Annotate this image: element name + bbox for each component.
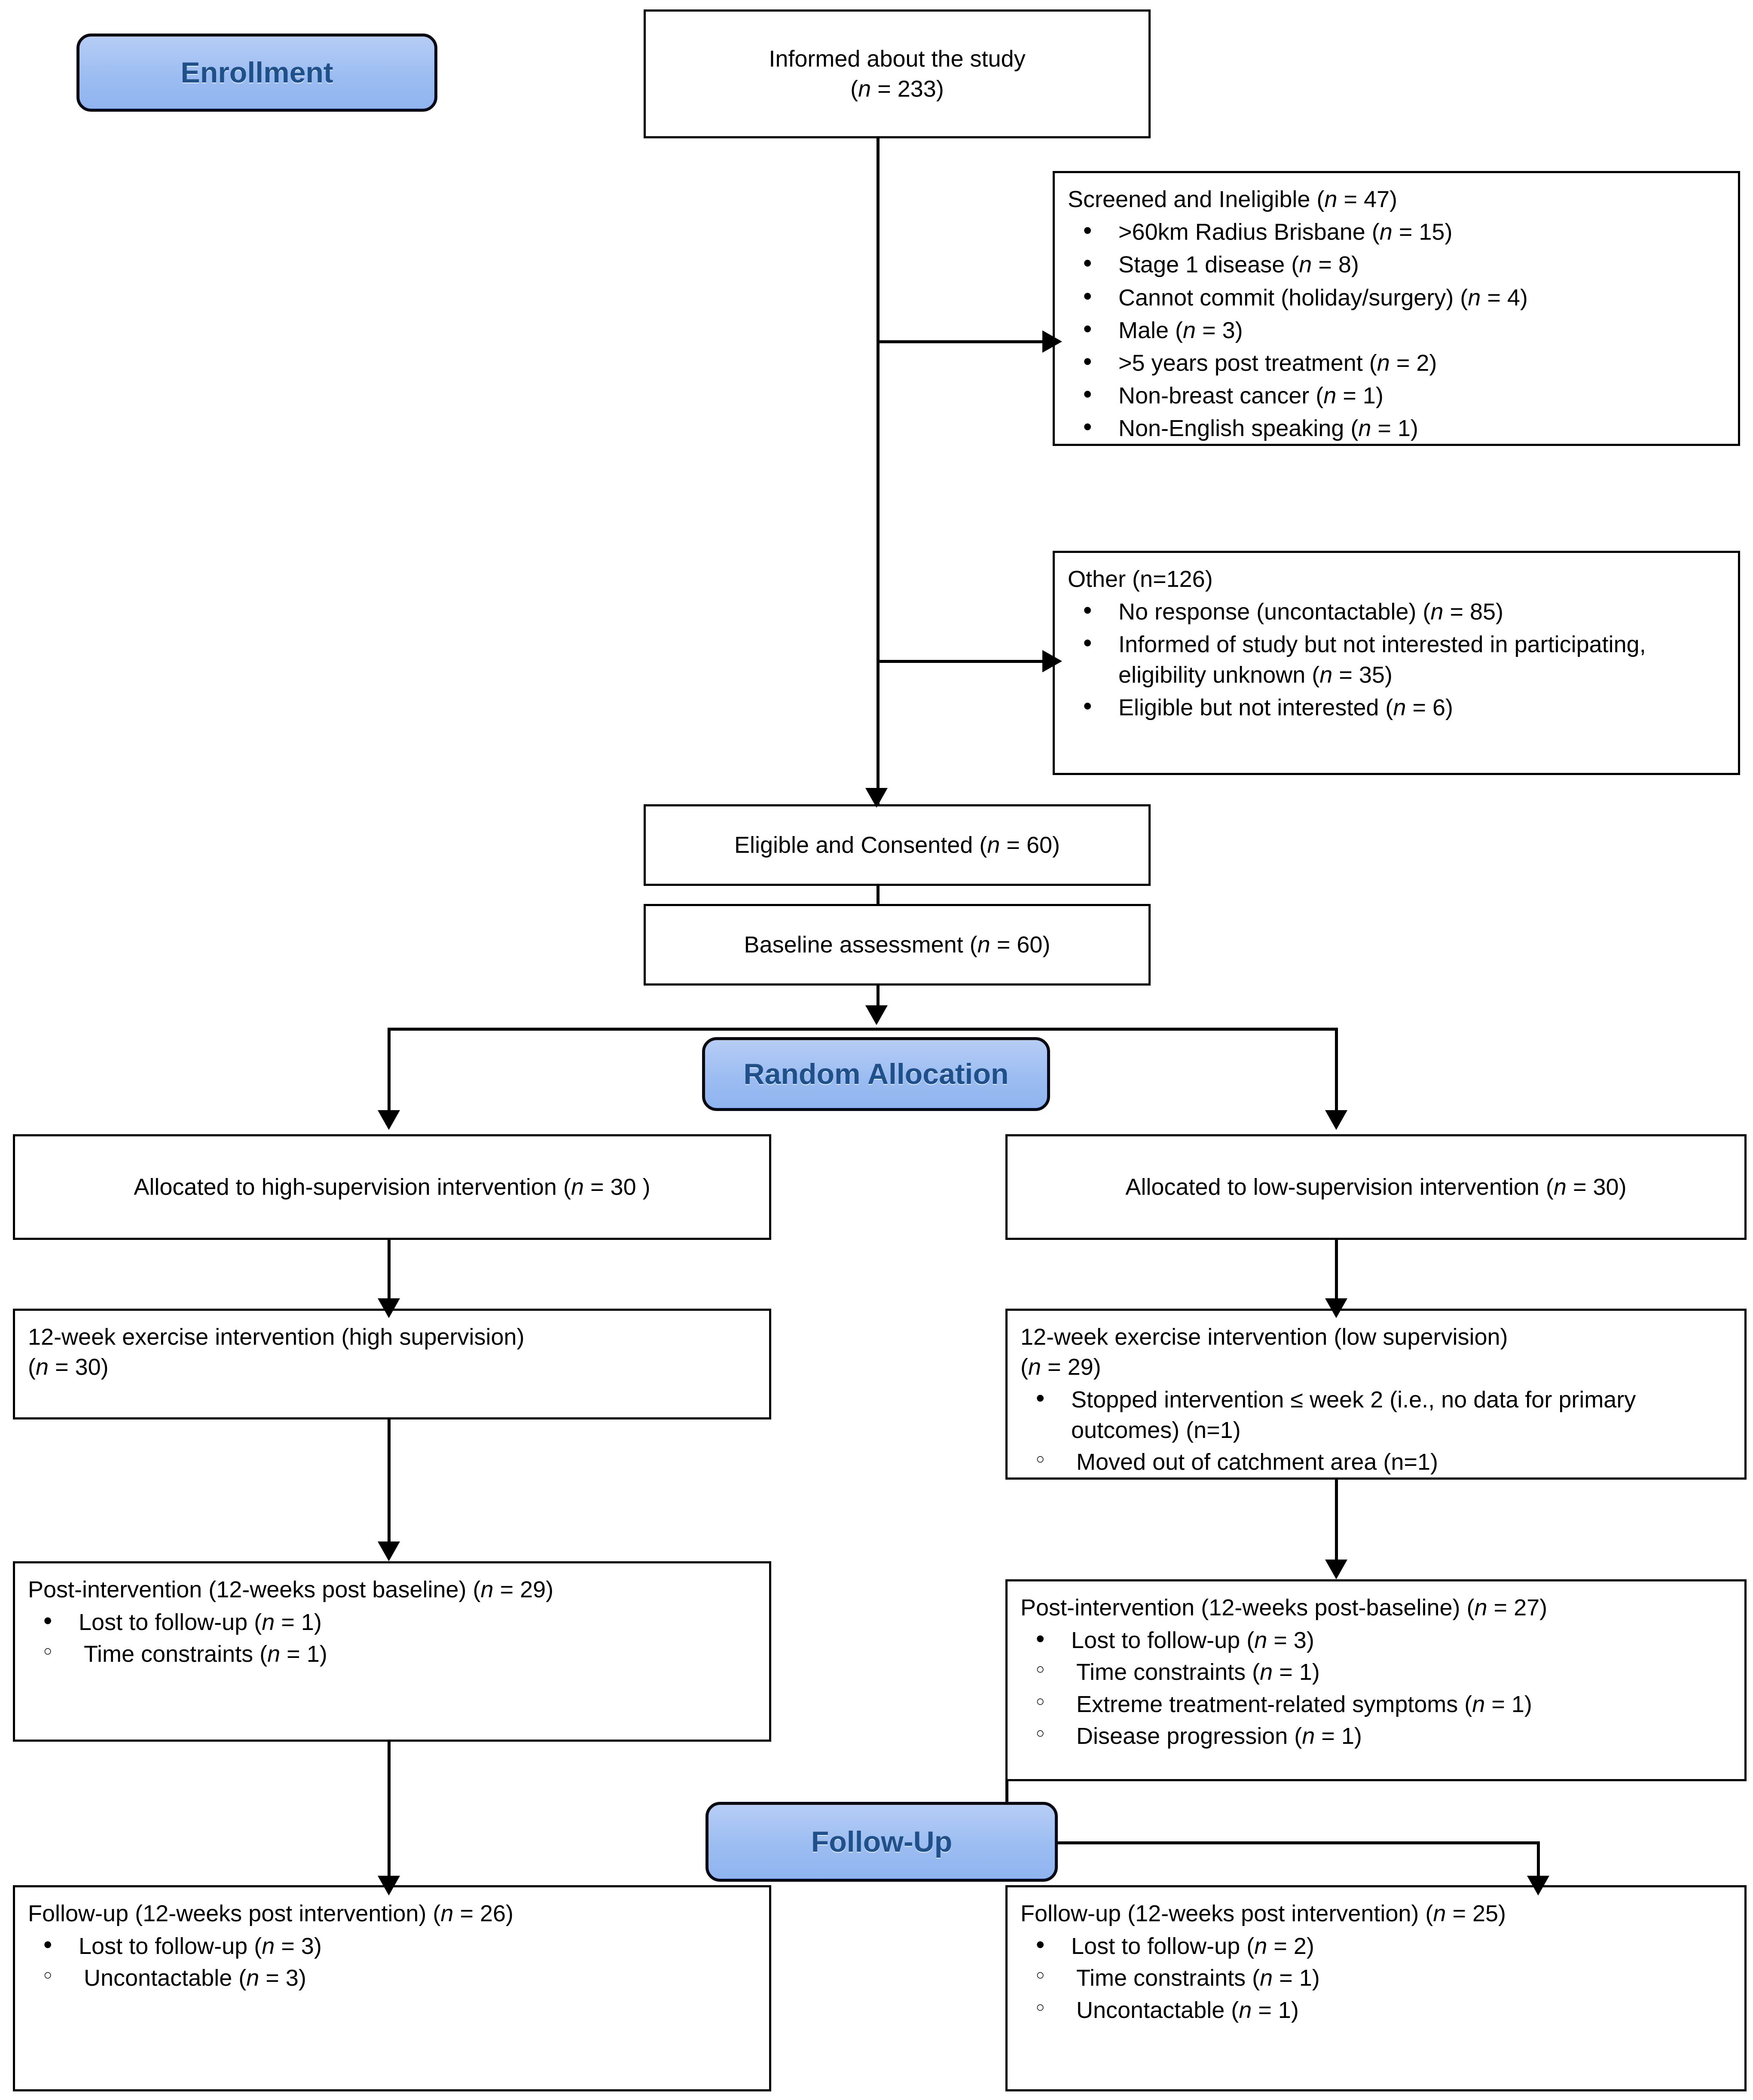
arrowhead-alloc-low — [1325, 1110, 1347, 1130]
connector-consented-to-baseline — [876, 886, 880, 904]
list-item: Stage 1 disease (n = 8) — [1068, 247, 1725, 280]
arrowhead-consented — [865, 788, 888, 808]
connector-alloc-high-to-intervention — [388, 1240, 391, 1309]
post-low-reason-list: Time constraints (n = 1) Extreme treatme… — [1020, 1657, 1732, 1751]
post-high-reason-list: Time constraints (n = 1) — [28, 1639, 756, 1669]
list-item: Uncontactable (n = 1) — [1020, 1995, 1732, 2025]
stage-badge-follow-up: Follow-Up — [705, 1802, 1058, 1882]
list-item: No response (uncontactable) (n = 85) — [1068, 594, 1725, 627]
node-ineligible-heading: Screened and Ineligible (n = 47) — [1068, 186, 1398, 212]
list-item: Lost to follow-up (n = 1) — [28, 1605, 756, 1637]
list-item: >5 years post treatment (n = 2) — [1068, 345, 1725, 378]
node-followup-high: Follow-up (12-weeks post intervention) (… — [13, 1885, 771, 2091]
node-allocated-low-supervision: Allocated to low-supervision interventio… — [1005, 1134, 1747, 1240]
followup-high-reason-list: Uncontactable (n = 3) — [28, 1963, 756, 1993]
list-item: Stopped intervention ≤ week 2 (i.e., no … — [1020, 1382, 1732, 1445]
node-other-heading: Other (n=126) — [1068, 566, 1213, 592]
list-item: Informed of study but not interested in … — [1068, 627, 1725, 690]
node-followup-low: Follow-up (12-weeks post intervention) (… — [1005, 1885, 1747, 2091]
node-consented-label: Eligible and Consented (n = 60) — [734, 832, 1060, 858]
node-interv-low-line2: (n = 29) — [1020, 1354, 1101, 1380]
connector-allocation-split-bar — [388, 1028, 1338, 1031]
node-baseline-label: Baseline assessment (n = 60) — [744, 931, 1051, 958]
list-item: Time constraints (n = 1) — [1020, 1963, 1732, 1993]
list-item: Disease progression (n = 1) — [1020, 1721, 1732, 1751]
ineligible-reason-list: >60km Radius Brisbane (n = 15) Stage 1 d… — [1068, 214, 1725, 443]
connector-followup-right-drop — [1537, 1841, 1540, 1891]
list-item: Non-breast cancer (n = 1) — [1068, 378, 1725, 411]
arrowhead-followup-high — [378, 1876, 400, 1895]
node-eligible-consented: Eligible and Consented (n = 60) — [644, 804, 1151, 886]
node-other-exclusions: Other (n=126) No response (uncontactable… — [1053, 551, 1740, 775]
arrowhead-interv-high — [378, 1298, 400, 1318]
list-item: Moved out of catchment area (n=1) — [1020, 1447, 1732, 1477]
other-reason-list: No response (uncontactable) (n = 85) Inf… — [1068, 594, 1725, 723]
post-high-loss-list: Lost to follow-up (n = 1) — [28, 1605, 756, 1637]
node-alloc-low-label: Allocated to low-supervision interventio… — [1125, 1174, 1627, 1200]
connector-followup-right-bar — [1050, 1841, 1540, 1844]
arrowhead-post-high — [378, 1541, 400, 1561]
stage-badge-enrollment: Enrollment — [76, 34, 437, 112]
stage-badge-random-allocation: Random Allocation — [702, 1037, 1050, 1111]
list-item: Extreme treatment-related symptoms (n = … — [1020, 1689, 1732, 1719]
node-intervention-low: 12-week exercise intervention (low super… — [1005, 1309, 1747, 1480]
followup-low-loss-list: Lost to follow-up (n = 2) — [1020, 1929, 1732, 1961]
stage-badge-follow-up-label: Follow-Up — [811, 1825, 953, 1858]
node-informed-about-study: Informed about the study (n = 233) — [644, 9, 1151, 138]
node-interv-low-line1: 12-week exercise intervention (low super… — [1020, 1324, 1508, 1350]
node-allocated-high-supervision: Allocated to high-supervision interventi… — [13, 1134, 771, 1240]
node-informed-line2: (n = 233) — [850, 76, 944, 102]
interv-low-note-list: Stopped intervention ≤ week 2 (i.e., no … — [1020, 1382, 1732, 1445]
node-post-intervention-low: Post-intervention (12-weeks post-baselin… — [1005, 1579, 1747, 1781]
connector-allocation-right-drop — [1335, 1028, 1338, 1117]
connector-allocation-left-drop — [388, 1028, 391, 1117]
list-item: Cannot commit (holiday/surgery) (n = 4) — [1068, 280, 1725, 313]
post-low-loss-list: Lost to follow-up (n = 3) — [1020, 1623, 1732, 1655]
list-item: Male (n = 3) — [1068, 313, 1725, 345]
list-item: >60km Radius Brisbane (n = 15) — [1068, 214, 1725, 247]
node-interv-high-line1: 12-week exercise intervention (high supe… — [28, 1324, 525, 1350]
node-followup-low-heading: Follow-up (12-weeks post intervention) (… — [1020, 1901, 1506, 1926]
list-item: Time constraints (n = 1) — [28, 1639, 756, 1669]
followup-low-reason-list: Time constraints (n = 1) Uncontactable (… — [1020, 1963, 1732, 2025]
arrowhead-alloc-high — [378, 1110, 400, 1130]
list-item: Lost to follow-up (n = 3) — [28, 1929, 756, 1961]
node-post-low-heading: Post-intervention (12-weeks post-baselin… — [1020, 1595, 1548, 1621]
arrowhead-interv-low — [1325, 1298, 1347, 1318]
node-intervention-high: 12-week exercise intervention (high supe… — [13, 1309, 771, 1419]
interv-low-subnote-list: Moved out of catchment area (n=1) — [1020, 1447, 1732, 1477]
connector-baseline-down — [876, 986, 880, 1015]
connector-post-high-to-followup — [388, 1742, 391, 1883]
arrowhead-ineligible — [1042, 330, 1062, 353]
connector-branch-ineligible — [876, 340, 1048, 343]
arrowhead-other — [1042, 650, 1062, 672]
list-item: Time constraints (n = 1) — [1020, 1657, 1732, 1687]
node-post-intervention-high: Post-intervention (12-weeks post baselin… — [13, 1561, 771, 1742]
node-interv-high-line2: (n = 30) — [28, 1354, 109, 1380]
list-item: Lost to follow-up (n = 3) — [1020, 1623, 1732, 1655]
list-item: Eligible but not interested (n = 6) — [1068, 690, 1725, 723]
node-informed-line1: Informed about the study — [769, 46, 1026, 72]
stage-badge-enrollment-label: Enrollment — [180, 56, 333, 89]
list-item: Lost to follow-up (n = 2) — [1020, 1929, 1732, 1961]
connector-branch-other — [876, 660, 1048, 663]
node-followup-high-heading: Follow-up (12-weeks post intervention) (… — [28, 1901, 514, 1926]
connector-interv-low-to-post — [1335, 1480, 1338, 1570]
list-item: Non-English speaking (n = 1) — [1068, 411, 1725, 443]
connector-interv-high-to-post — [388, 1419, 391, 1548]
node-baseline-assessment: Baseline assessment (n = 60) — [644, 904, 1151, 986]
arrowhead-random-allocation — [865, 1005, 888, 1025]
node-post-high-heading: Post-intervention (12-weeks post baselin… — [28, 1577, 554, 1602]
arrowhead-post-low — [1325, 1560, 1347, 1579]
node-screened-ineligible: Screened and Ineligible (n = 47) >60km R… — [1053, 171, 1740, 446]
arrowhead-followup-low — [1527, 1876, 1549, 1895]
followup-high-loss-list: Lost to follow-up (n = 3) — [28, 1929, 756, 1961]
connector-alloc-low-to-intervention — [1335, 1240, 1338, 1309]
list-item: Uncontactable (n = 3) — [28, 1963, 756, 1993]
node-alloc-high-label: Allocated to high-supervision interventi… — [134, 1174, 651, 1200]
connector-trunk-main — [876, 138, 880, 804]
stage-badge-random-allocation-label: Random Allocation — [743, 1058, 1009, 1090]
